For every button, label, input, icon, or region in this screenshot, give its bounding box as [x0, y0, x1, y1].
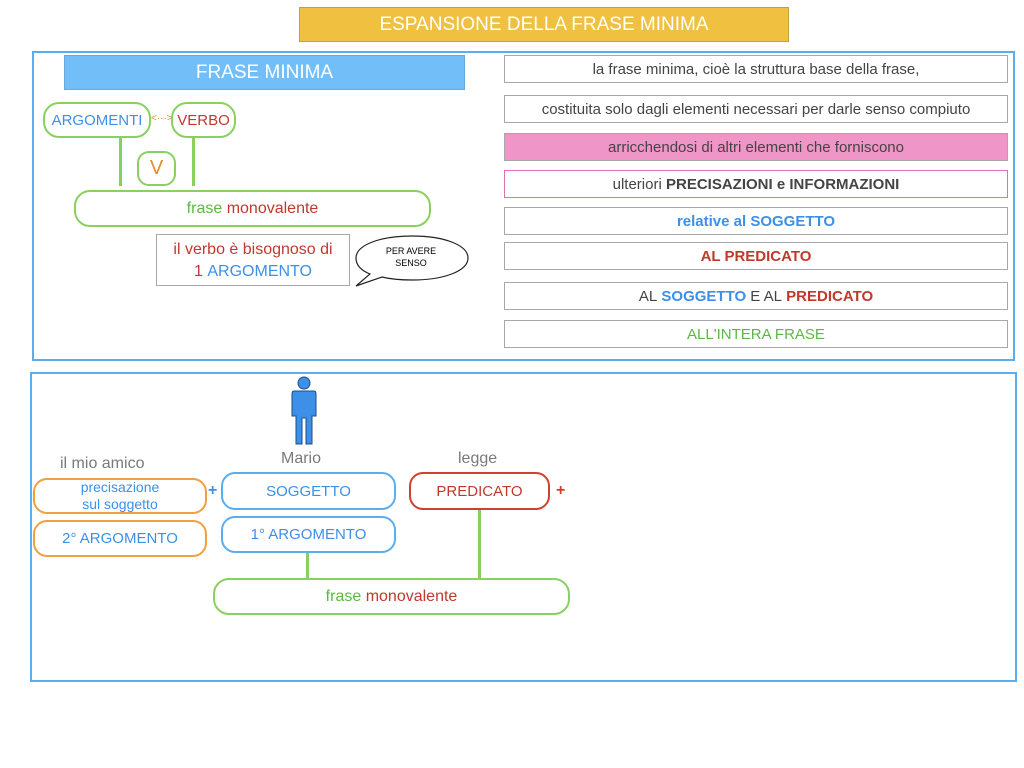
bubble-line-2: SENSO [395, 258, 427, 268]
frase-monovalente-top: frase monovalente [74, 190, 431, 227]
monovalente-word: monovalente [365, 587, 458, 605]
row-7-c: E AL [750, 287, 782, 305]
connector-line [192, 138, 195, 186]
frase-word: frase [186, 199, 223, 217]
argomenti-node: ARGOMENTI [43, 102, 151, 138]
primo-argomento-node: 1° ARGOMENTO [221, 516, 396, 553]
il-mio-amico-label: il mio amico [60, 455, 145, 472]
argomenti-label: ARGOMENTI [51, 111, 143, 129]
person-icon [291, 376, 317, 445]
row-7-b: SOGGETTO [661, 287, 747, 305]
row-4-d: INFORMAZIONI [789, 175, 900, 193]
bottom-panel [30, 372, 1017, 682]
right-row-4: ulteriori PRECISAZIONI e INFORMAZIONI [504, 170, 1008, 198]
right-row-1: la frase minima, cioè la struttura base … [504, 55, 1008, 83]
row-3-text: arricchendosi di altri elementi che forn… [608, 138, 904, 156]
row-7-a: AL [638, 287, 658, 305]
row-1-text: la frase minima, cioè la struttura base … [592, 60, 920, 78]
row-6-text: AL PREDICATO [700, 247, 812, 265]
row-4-c: e [776, 175, 786, 193]
mario-label: Mario [281, 450, 322, 467]
row-7-d: PREDICATO [786, 287, 874, 305]
right-row-2: costituita solo dagli elementi necessari… [504, 95, 1008, 123]
legge-label: legge [458, 450, 498, 467]
bubble-line-1: PER AVERE [385, 246, 437, 256]
verbo-label: VERBO [177, 111, 230, 129]
verbo-node: VERBO [171, 102, 236, 138]
predicato-node: PREDICATO [409, 472, 550, 510]
plus-sign: + [208, 482, 218, 499]
connector-line [306, 553, 309, 579]
speech-bubble-icon [355, 235, 469, 287]
soggetto-node: SOGGETTO [221, 472, 396, 510]
precisazione-line-1: precisazione [80, 479, 160, 495]
note-line-1: il verbo è bisognoso di [173, 241, 333, 258]
note-argomento: ARGOMENTO [207, 263, 312, 280]
double-arrow-connector: <···> [151, 113, 173, 124]
v-node: V [137, 151, 176, 186]
top-panel [32, 51, 1015, 361]
speech-bubble-text: PER AVERE SENSO [366, 245, 456, 269]
row-5-b: SOGGETTO [750, 212, 836, 230]
frase-word: frase [325, 587, 362, 605]
right-row-3: arricchendosi di altri elementi che forn… [504, 133, 1008, 161]
soggetto-label: SOGGETTO [266, 482, 351, 500]
row-4-b: PRECISAZIONI [665, 175, 773, 193]
row-8-text: ALL'INTERA FRASE [687, 325, 825, 343]
secondo-argomento-node: 2° ARGOMENTO [33, 520, 207, 557]
connector-line [478, 510, 481, 579]
frase-monovalente-bottom: frase monovalente [213, 578, 570, 615]
page-title: ESPANSIONE DELLA FRASE MINIMA [299, 7, 789, 42]
arg1-label: 1° ARGOMENTO [250, 526, 367, 543]
connector-line [119, 138, 122, 186]
note-number: 1 [194, 263, 203, 280]
frase-minima-header: FRASE MINIMA [64, 55, 465, 90]
arg2-label: 2° ARGOMENTO [62, 530, 178, 547]
right-row-8: ALL'INTERA FRASE [504, 320, 1008, 348]
plus-sign: + [556, 482, 566, 499]
row-5-a: relative al [676, 212, 747, 230]
row-2-text: costituita solo dagli elementi necessari… [541, 100, 971, 118]
verb-needs-argument-note: il verbo è bisognoso di 1 ARGOMENTO [156, 234, 350, 286]
right-row-6: AL PREDICATO [504, 242, 1008, 270]
right-row-5: relative al SOGGETTO [504, 207, 1008, 235]
precisazione-line-2: sul soggetto [82, 496, 158, 512]
predicato-label: PREDICATO [436, 482, 523, 500]
monovalente-word: monovalente [226, 199, 319, 217]
right-row-7: AL SOGGETTO E AL PREDICATO [504, 282, 1008, 310]
row-4-a: ulteriori [612, 175, 662, 193]
v-label: V [149, 157, 164, 179]
